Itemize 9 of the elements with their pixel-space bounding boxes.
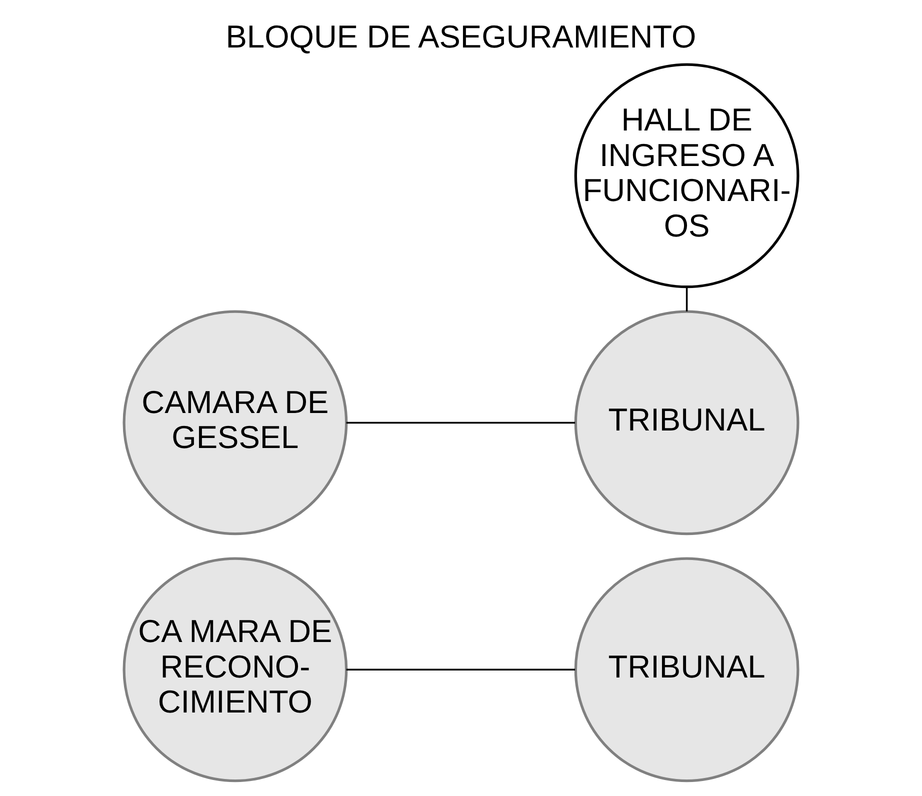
node-circle: TRIBUNAL bbox=[574, 557, 800, 782]
connector bbox=[686, 287, 688, 312]
connector bbox=[346, 422, 576, 424]
node-circle: TRIBUNAL bbox=[574, 310, 800, 536]
connector bbox=[346, 668, 576, 671]
diagram-title: BLOQUE DE ASEGURAMIENTO bbox=[226, 18, 696, 55]
node-circle: CAMARA DE GESSEL bbox=[122, 310, 348, 536]
node-circle: HALL DE INGRESO A FUNCIONARI- OS bbox=[574, 63, 800, 288]
node-circle: CA MARA DE RECONO- CIMIENTO bbox=[122, 557, 348, 782]
